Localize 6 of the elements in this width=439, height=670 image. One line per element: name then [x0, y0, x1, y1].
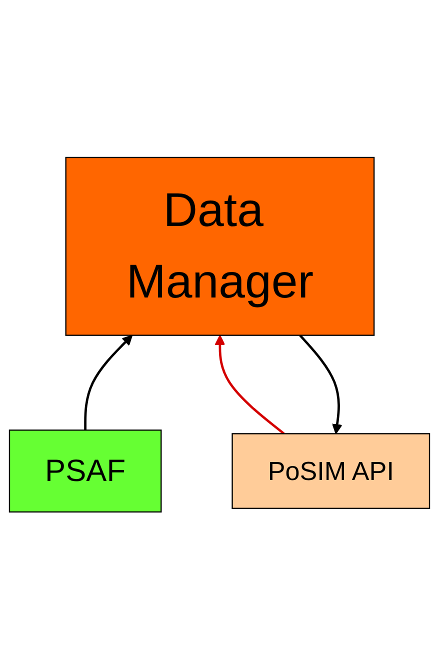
arrow — [214, 335, 285, 435]
node-box: Data Manager — [65, 157, 375, 336]
arrow — [299, 334, 342, 434]
node-box: PoSIM API — [232, 433, 430, 510]
node-box: PSAF — [8, 430, 162, 513]
arrow — [84, 335, 133, 430]
